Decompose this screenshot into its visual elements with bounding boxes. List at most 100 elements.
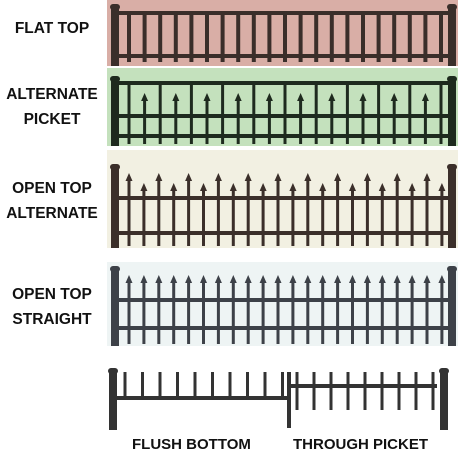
fence-picket	[261, 280, 265, 344]
fence-picket	[205, 11, 209, 62]
fence-picket	[314, 81, 318, 144]
picket-finial	[334, 275, 342, 283]
post-cap	[110, 4, 120, 10]
picket-finial	[141, 93, 149, 101]
fence-post	[111, 166, 119, 248]
picket-finial	[200, 183, 207, 191]
picket-finial	[421, 93, 429, 101]
fence-picket	[431, 372, 435, 410]
picket-finial	[229, 275, 237, 283]
fence-picket	[376, 11, 381, 62]
fence-picket	[176, 372, 179, 398]
picket-finial	[185, 173, 193, 181]
fence-picket	[380, 372, 384, 410]
fence-picket	[306, 178, 310, 246]
fence-picket	[123, 372, 127, 398]
fence-rail	[115, 298, 452, 302]
fence-picket	[321, 280, 325, 344]
fence-picket	[345, 11, 350, 62]
fence-picket	[281, 372, 284, 398]
fence-picket	[298, 11, 303, 62]
fence-picket	[410, 188, 414, 246]
post-cap	[447, 266, 457, 272]
picket-finial	[408, 275, 416, 283]
fence-picket	[361, 11, 365, 62]
fence-picket	[363, 372, 367, 410]
picket-finial	[155, 173, 163, 181]
fence-picket	[425, 178, 429, 246]
fence-picket	[231, 280, 235, 344]
label-through-picket: THROUGH PICKET	[293, 436, 428, 453]
fence-picket	[314, 11, 319, 62]
picket-finial	[393, 275, 401, 283]
fence-picket	[392, 98, 396, 144]
fence-picket	[283, 11, 287, 62]
picket-finial	[328, 93, 336, 101]
fence-picket	[157, 178, 161, 246]
picket-finial	[363, 173, 371, 181]
fence-picket	[345, 81, 349, 144]
fence-post	[448, 6, 456, 66]
fence-picket	[158, 81, 162, 144]
picket-finial	[289, 183, 297, 191]
fence-picket	[423, 11, 428, 62]
fence-picket	[336, 178, 340, 246]
fence-picket	[423, 98, 427, 144]
fence-picket	[246, 372, 249, 398]
picket-finial	[297, 93, 305, 101]
fence-rail	[289, 384, 437, 388]
fence-picket	[439, 81, 443, 144]
fence-picket	[216, 178, 220, 246]
fence-picket	[231, 188, 235, 246]
fence-picket	[329, 372, 333, 410]
picket-finial	[438, 275, 446, 283]
fence-picket	[283, 81, 287, 144]
fence-picket	[395, 280, 399, 344]
fence-open-top-alternate-graphic	[107, 150, 458, 248]
fence-picket	[397, 372, 401, 410]
fence-picket	[246, 178, 250, 246]
fence-picket	[312, 372, 316, 410]
fence-picket	[365, 280, 369, 344]
fence-picket	[263, 372, 267, 398]
picket-finial	[334, 173, 342, 181]
fence-picket	[143, 98, 147, 144]
picket-finial	[244, 173, 252, 181]
fence-post	[448, 78, 456, 146]
fence-picket	[414, 372, 418, 410]
fence-picket	[202, 188, 205, 246]
fence-open-top-straight-graphic	[107, 262, 458, 346]
label-open-top-straight-line2: STRAIGHT	[12, 311, 92, 328]
fence-picket	[276, 280, 280, 344]
label-open-top-alternate: OPEN TOP ALTERNATE	[0, 176, 104, 226]
picket-finial	[378, 275, 386, 283]
fence-picket	[228, 372, 232, 398]
picket-finial	[393, 173, 401, 181]
label-flat-top-line1: FLAT TOP	[14, 20, 90, 37]
fence-picket	[127, 280, 131, 344]
picket-finial	[229, 183, 237, 191]
fence-post	[448, 268, 456, 346]
picket-finial	[234, 93, 242, 101]
fence-post	[111, 78, 119, 146]
picket-finial	[359, 93, 367, 101]
fence-picket	[346, 372, 350, 410]
fence-picket	[211, 372, 214, 398]
picket-finial	[423, 275, 431, 283]
picket-finial	[304, 173, 312, 181]
picket-finial	[319, 275, 327, 283]
fence-panel-alternate-picket	[107, 68, 458, 146]
fence-picket	[193, 372, 197, 398]
fence-picket	[141, 372, 144, 398]
fence-picket	[407, 11, 412, 62]
picket-finial	[214, 275, 222, 283]
post-cap	[110, 266, 120, 272]
fence-picket	[205, 98, 209, 144]
picket-finial	[274, 173, 282, 181]
fence-picket	[330, 98, 334, 144]
fence-picket	[439, 11, 443, 62]
fence-picket	[251, 11, 256, 62]
fence-post	[440, 370, 448, 430]
fence-picket	[246, 280, 250, 344]
fence-panel-open-top-alternate	[107, 150, 458, 248]
